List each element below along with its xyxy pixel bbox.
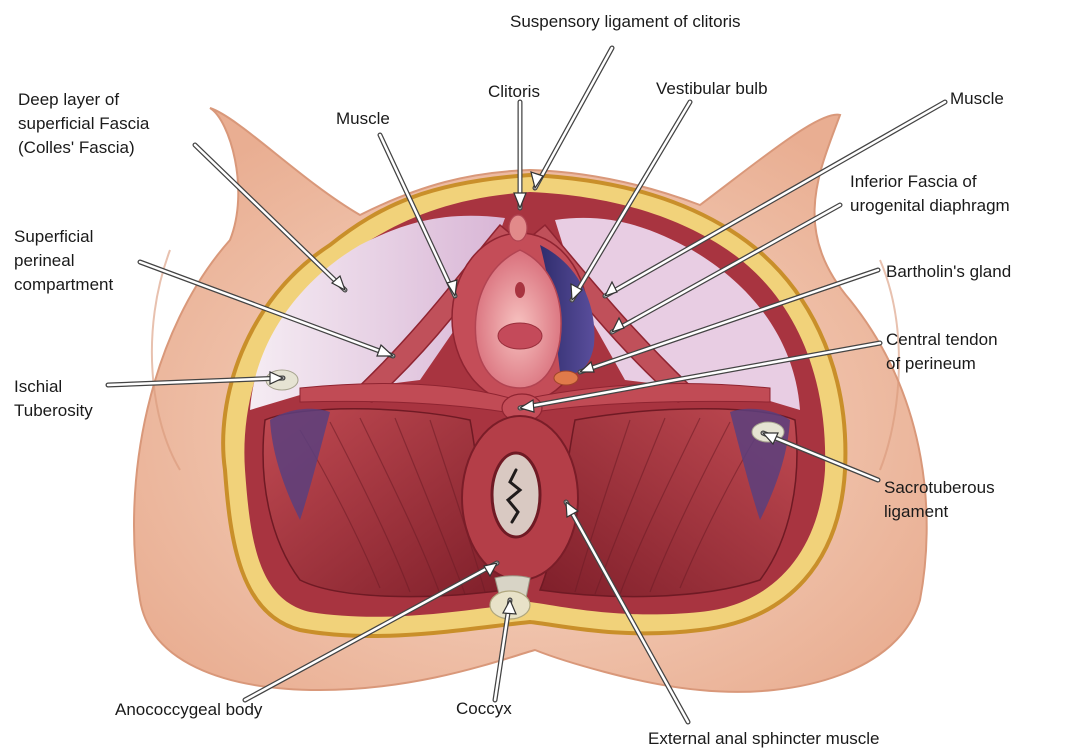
label-anococcygeal: Anococcygeal body bbox=[115, 698, 262, 722]
vaginal-orifice bbox=[498, 323, 542, 349]
label-central-tendon: Central tendon of perineum bbox=[886, 328, 998, 376]
label-clitoris: Clitoris bbox=[488, 80, 540, 104]
label-suspensory-ligament: Suspensory ligament of clitoris bbox=[510, 10, 741, 34]
label-superficial-perineal: Superficial perineal compartment bbox=[14, 225, 113, 297]
label-sacrotuberous: Sacrotuberous ligament bbox=[884, 476, 995, 524]
label-vestibular-bulb: Vestibular bulb bbox=[656, 77, 768, 101]
label-ischial-tuberosity: Ischial Tuberosity bbox=[14, 375, 93, 423]
clitoris-shape bbox=[509, 215, 527, 241]
urethral-opening bbox=[515, 282, 525, 298]
label-bartholins-gland: Bartholin's gland bbox=[886, 260, 1011, 284]
label-inferior-fascia: Inferior Fascia of urogenital diaphragm bbox=[850, 170, 1010, 218]
label-muscle-right: Muscle bbox=[950, 87, 1004, 111]
label-coccyx: Coccyx bbox=[456, 697, 512, 721]
label-external-anal: External anal sphincter muscle bbox=[648, 727, 880, 751]
label-deep-layer-colles: Deep layer of superficial Fascia (Colles… bbox=[18, 88, 149, 160]
bartholins-gland-shape bbox=[554, 371, 578, 385]
label-muscle-left: Muscle bbox=[336, 107, 390, 131]
